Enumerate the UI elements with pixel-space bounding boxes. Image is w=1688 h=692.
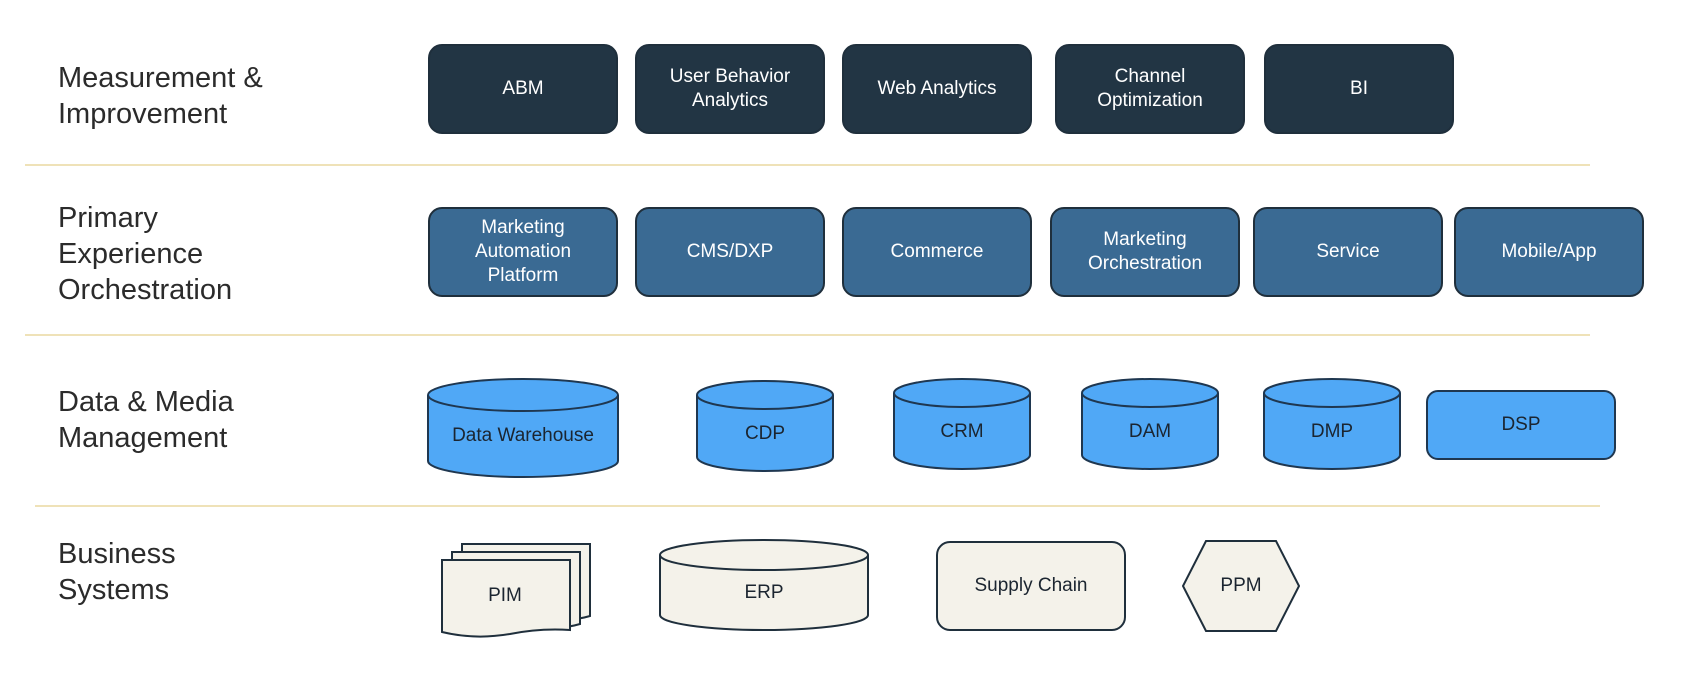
- database-cylinder-icon: [696, 380, 834, 472]
- separator-line: [25, 334, 1590, 336]
- node-crm: CRM: [893, 378, 1031, 470]
- node-dsp: DSP: [1426, 390, 1616, 460]
- node-commerce: Commerce: [842, 207, 1032, 297]
- multi-document-icon: [441, 543, 591, 638]
- node-marketing-automation-platform: Marketing Automation Platform: [428, 207, 618, 297]
- layer-label-business: Business Systems: [58, 538, 176, 606]
- node-ppm: PPM: [1182, 540, 1300, 632]
- node-data-warehouse: Data Warehouse: [427, 378, 619, 478]
- node-abm: ABM: [428, 44, 618, 134]
- node-dmp: DMP: [1263, 378, 1401, 470]
- layer-label-orchestration: Primary Experience Orchestration: [58, 202, 233, 306]
- database-cylinder-icon: [893, 378, 1031, 470]
- node-channel-optimization: Channel Optimization: [1055, 44, 1245, 134]
- separator-line: [35, 505, 1600, 507]
- layer-label-measurement: Measurement & Improvement: [58, 62, 263, 130]
- hexagon-icon: [1182, 540, 1300, 632]
- node-bi: BI: [1264, 44, 1454, 134]
- node-erp: ERP: [659, 539, 869, 631]
- separator-line: [25, 164, 1590, 166]
- node-user-behavior-analytics: User Behavior Analytics: [635, 44, 825, 134]
- node-supply-chain: Supply Chain: [936, 541, 1126, 631]
- node-service: Service: [1253, 207, 1443, 297]
- database-cylinder-icon: [1263, 378, 1401, 470]
- node-dam: DAM: [1081, 378, 1219, 470]
- node-cdp: CDP: [696, 380, 834, 472]
- layer-label-data: Data & Media Management: [58, 386, 234, 454]
- database-cylinder-icon: [427, 378, 619, 478]
- node-marketing-orchestration: Marketing Orchestration: [1050, 207, 1240, 297]
- node-cms-dxp: CMS/DXP: [635, 207, 825, 297]
- database-cylinder-icon: [1081, 378, 1219, 470]
- database-cylinder-icon: [659, 539, 869, 631]
- node-mobile-app: Mobile/App: [1454, 207, 1644, 297]
- node-pim: PIM: [440, 542, 592, 638]
- node-web-analytics: Web Analytics: [842, 44, 1032, 134]
